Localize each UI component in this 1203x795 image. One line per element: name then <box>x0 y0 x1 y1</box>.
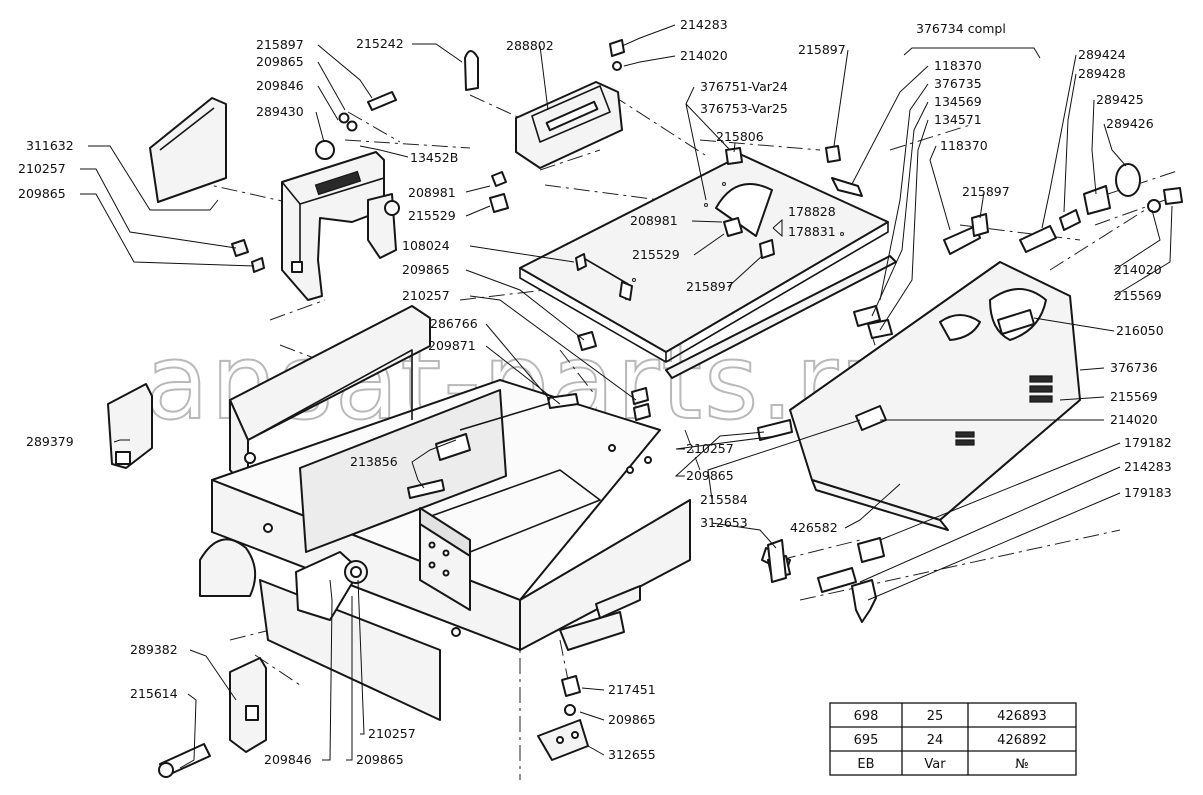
label-118370: 118370 <box>934 58 982 73</box>
label-215529: 215529 <box>408 208 456 223</box>
label-215897: 215897 <box>256 37 304 52</box>
label-215897: 215897 <box>798 42 846 57</box>
label-178831: 178831 <box>788 224 836 239</box>
screws-center <box>489 145 863 259</box>
table-cell: 695 <box>854 733 879 748</box>
label-213856: 213856 <box>350 454 398 469</box>
label-216050: 216050 <box>1116 323 1164 338</box>
label-210257: 210257 <box>686 441 734 456</box>
label-134569: 134569 <box>934 94 982 109</box>
hood-376736 <box>789 261 1081 531</box>
label-209865: 209865 <box>356 752 404 767</box>
label-215569: 215569 <box>1114 288 1162 303</box>
label-289425: 289425 <box>1096 92 1144 107</box>
console-288802 <box>515 39 625 169</box>
label-209865: 209865 <box>608 712 656 727</box>
label-179183: 179183 <box>1124 485 1172 500</box>
label-312653: 312653 <box>700 515 748 530</box>
table-header-cell: EB <box>857 757 874 772</box>
label-209865: 209865 <box>256 54 304 69</box>
label-376734: 376734 compl <box>916 21 1006 36</box>
part-labels: 215897 209865 209846 289430 311632 21025… <box>18 17 1172 767</box>
frame-assembly <box>199 305 691 721</box>
label-214283: 214283 <box>680 17 728 32</box>
floor-plate-376751 <box>519 154 897 379</box>
label-289426: 289426 <box>1106 116 1154 131</box>
label-289424: 289424 <box>1078 47 1126 62</box>
label-214020: 214020 <box>680 48 728 63</box>
label-376751: 376751-Var24 <box>700 79 788 94</box>
table-cell: 426892 <box>997 733 1047 748</box>
label-312655: 312655 <box>608 747 656 762</box>
label-118370: 118370 <box>940 138 988 153</box>
label-289430: 289430 <box>256 104 304 119</box>
label-134528: 13452В <box>410 150 458 165</box>
table-cell: 698 <box>854 709 879 724</box>
label-134571: 134571 <box>934 112 982 127</box>
table-cell: 25 <box>927 709 944 724</box>
label-288802: 288802 <box>506 38 554 53</box>
label-208981: 208981 <box>408 185 456 200</box>
label-376735: 376735 <box>934 76 982 91</box>
label-215569: 215569 <box>1110 389 1158 404</box>
label-215529: 215529 <box>632 247 680 262</box>
label-217451: 217451 <box>608 682 656 697</box>
label-209871: 209871 <box>428 338 476 353</box>
latches-bottom-right <box>767 537 885 623</box>
table-header-cell: Var <box>924 757 946 772</box>
label-214020: 214020 <box>1114 262 1162 277</box>
label-215806: 215806 <box>716 129 764 144</box>
bracket-289382 <box>229 657 267 753</box>
clamp-312655 <box>537 675 589 761</box>
label-289382: 289382 <box>130 642 178 657</box>
table-header-cell: № <box>1015 757 1029 772</box>
label-215584: 215584 <box>700 492 748 507</box>
label-210257: 210257 <box>18 161 66 176</box>
table-cell: 24 <box>927 733 944 748</box>
pin-312653 <box>767 539 787 583</box>
label-179182: 179182 <box>1124 435 1172 450</box>
label-209846: 209846 <box>256 78 304 93</box>
label-210257: 210257 <box>402 288 450 303</box>
fasteners-top-left <box>231 50 479 273</box>
label-215897: 215897 <box>962 184 1010 199</box>
lamp-parts-right <box>853 163 1183 339</box>
label-426582: 426582 <box>790 520 838 535</box>
label-178828: 178828 <box>788 204 836 219</box>
variant-table: 698 25 426893 695 24 426892 EB Var № <box>829 702 1077 776</box>
label-376753: 376753-Var25 <box>700 101 788 116</box>
label-286766: 286766 <box>430 316 478 331</box>
table-cell: 426893 <box>997 709 1047 724</box>
side-plate-311632 <box>149 97 227 203</box>
bracket-289430 <box>281 140 400 301</box>
label-209865: 209865 <box>18 186 66 201</box>
label-108024: 108024 <box>402 238 450 253</box>
bolt-215614 <box>158 743 211 778</box>
label-215614: 215614 <box>130 686 178 701</box>
label-208981: 208981 <box>630 213 678 228</box>
label-289379: 289379 <box>26 434 74 449</box>
label-214020: 214020 <box>1110 412 1158 427</box>
label-289428: 289428 <box>1078 66 1126 81</box>
label-311632: 311632 <box>26 138 74 153</box>
label-215897: 215897 <box>686 279 734 294</box>
label-210257: 210257 <box>368 726 416 741</box>
bracket-289379 <box>107 383 153 469</box>
label-209865: 209865 <box>686 468 734 483</box>
label-209865: 209865 <box>402 262 450 277</box>
label-209846: 209846 <box>264 752 312 767</box>
leader-lines <box>80 24 1173 769</box>
label-215242: 215242 <box>356 36 404 51</box>
label-376736: 376736 <box>1110 360 1158 375</box>
handle-108024 <box>575 253 633 301</box>
label-214283: 214283 <box>1124 459 1172 474</box>
